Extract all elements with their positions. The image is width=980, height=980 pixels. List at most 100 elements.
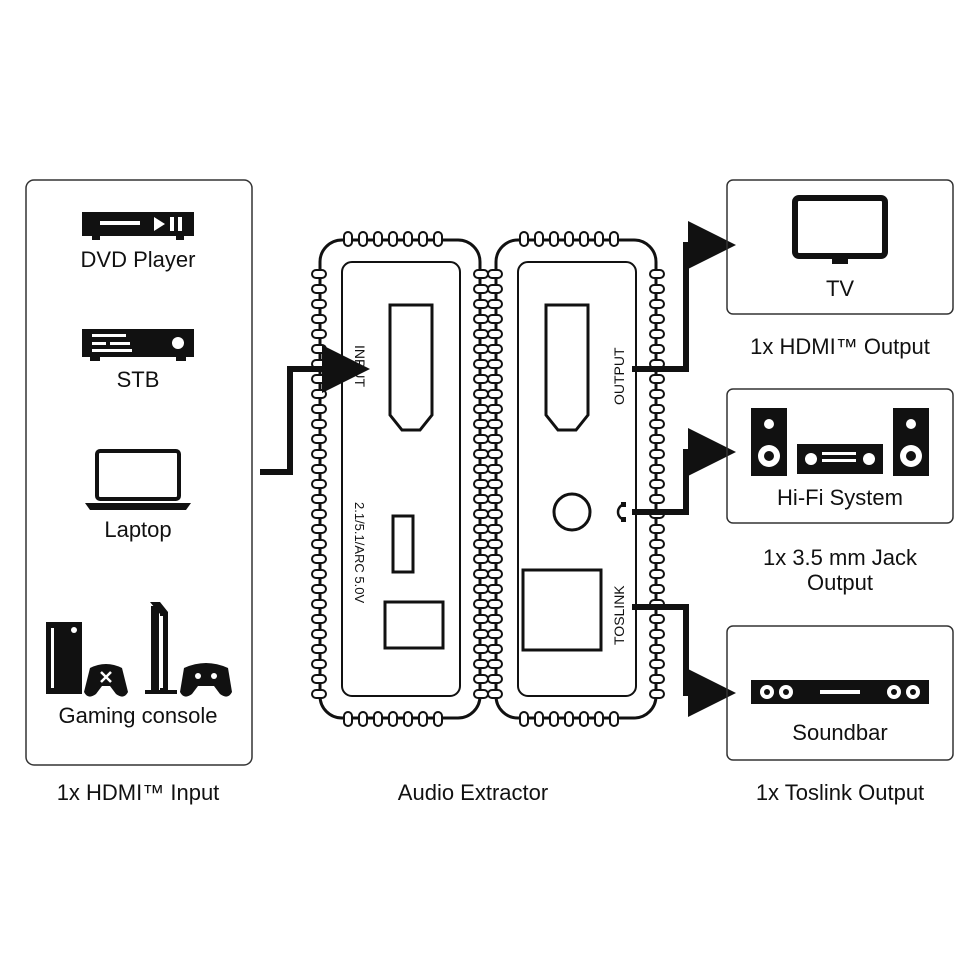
cooling-fin [311,494,327,504]
cooling-fin [487,479,503,489]
cooling-fin [473,449,489,459]
cooling-fin [473,419,489,429]
cooling-fin [649,449,665,459]
cooling-fin [311,569,327,579]
device-cooling-fins [311,231,665,727]
cooling-fin [433,711,443,727]
cooling-fin [311,404,327,414]
cooling-fin [594,711,604,727]
cooling-fin [649,494,665,504]
cooling-fin [649,284,665,294]
cooling-fin [649,629,665,639]
cooling-fin [473,524,489,534]
source-label-stb: STB [117,367,160,392]
cooling-fin [649,644,665,654]
cooling-fin [649,344,665,354]
cooling-fin [649,554,665,564]
cooling-fin [311,674,327,684]
cooling-fin [311,479,327,489]
cooling-fin [473,539,489,549]
cooling-fin [649,689,665,699]
cooling-fin [418,711,428,727]
cooling-fin [473,674,489,684]
cooling-fin [534,711,544,727]
tv-connector [632,221,736,372]
input-port-label: INPUT [352,345,368,387]
cooling-fin [487,419,503,429]
cooling-fin [609,231,619,247]
cooling-fin [473,434,489,444]
cooling-fin [487,404,503,414]
hifi-caption-line1: 1x 3.5 mm Jack [763,545,918,570]
soundbar-icon [751,680,929,704]
headphone-icon [616,502,627,522]
set-top-box-icon [82,329,194,361]
cooling-fin [311,464,327,474]
cooling-fin [487,449,503,459]
cooling-fin [311,284,327,294]
cooling-fin [487,494,503,504]
cooling-fin [373,231,383,247]
cooling-fin [311,509,327,519]
cooling-fin [649,314,665,324]
cooling-fin [649,374,665,384]
cooling-fin [487,299,503,309]
cooling-fin [373,711,383,727]
soundbar-caption: 1x Toslink Output [756,780,924,805]
cooling-fin [564,711,574,727]
cooling-fin [311,419,327,429]
cooling-fin [343,711,353,727]
cooling-fin [311,599,327,609]
cooling-fin [311,269,327,279]
cooling-fin [649,404,665,414]
cooling-fin [487,614,503,624]
cooling-fin [649,584,665,594]
cooling-fin [487,644,503,654]
gaming-console-icon [46,602,232,697]
cooling-fin [311,629,327,639]
cooling-fin [473,374,489,384]
cooling-fin [473,329,489,339]
cooling-fin [649,524,665,534]
power-side-label: 2.1/5.1/ARC 5.0V [352,502,367,603]
cooling-fin [473,599,489,609]
cooling-fin [433,231,443,247]
cooling-fin [473,299,489,309]
output-port-label: OUTPUT [611,347,627,405]
cooling-fin [311,314,327,324]
hifi-system-icon [751,408,929,476]
toslink-port-label: TOSLINK [611,585,627,645]
cooling-fin [311,374,327,384]
tv-caption: 1x HDMI™ Output [750,334,930,359]
cooling-fin [487,329,503,339]
cooling-fin [311,614,327,624]
cooling-fin [473,404,489,414]
cooling-fin [473,284,489,294]
laptop-icon [85,449,191,510]
hifi-connector [632,428,736,515]
cooling-fin [311,389,327,399]
cooling-fin [473,269,489,279]
cooling-fin [487,539,503,549]
source-label-laptop: Laptop [104,517,171,542]
cooling-fin [473,644,489,654]
cooling-fin [534,231,544,247]
cooling-fin [487,374,503,384]
cooling-fin [311,689,327,699]
cooling-fin [487,314,503,324]
tv-label: TV [826,276,854,301]
cooling-fin [487,584,503,594]
cooling-fin [649,419,665,429]
dvd-player-icon [82,212,194,240]
cooling-fin [473,314,489,324]
cooling-fin [487,434,503,444]
cooling-fin [473,554,489,564]
cooling-fin [311,299,327,309]
cooling-fin [311,539,327,549]
cooling-fin [649,614,665,624]
cooling-fin [487,629,503,639]
cooling-fin [649,299,665,309]
cooling-fin [594,231,604,247]
cooling-fin [564,231,574,247]
